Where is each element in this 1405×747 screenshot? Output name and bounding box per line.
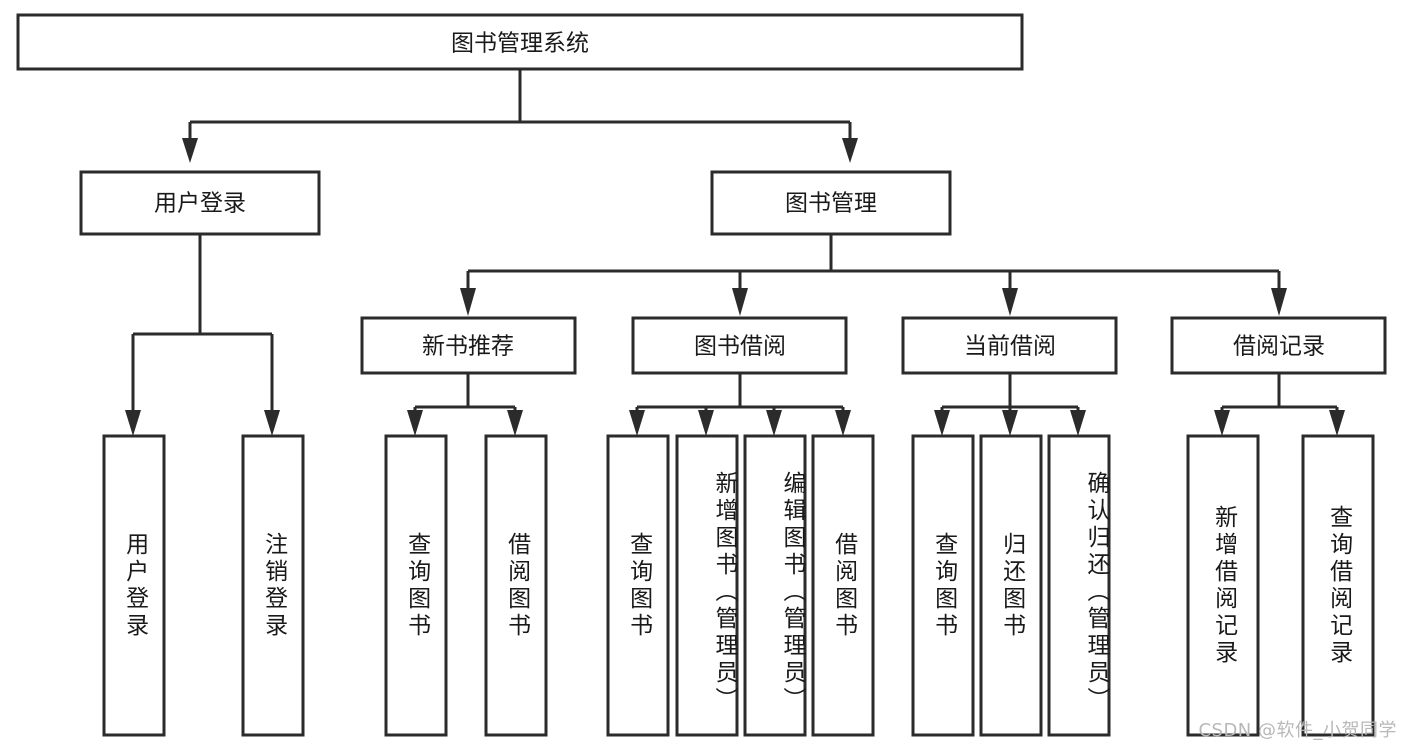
node-current-borrow[interactable]: 当前借阅 — [901, 316, 1118, 375]
leaf-box-add-record[interactable] — [1186, 434, 1260, 737]
node-new-book-recommend-box[interactable] — [360, 316, 577, 375]
node-root-box[interactable] — [16, 13, 1024, 71]
connector-book-manage-to-level2 — [460, 234, 1287, 316]
arrow-icon — [842, 138, 858, 163]
node-user-login-label: 用户登录 — [154, 191, 246, 217]
leaf-box-user-login[interactable] — [102, 434, 166, 737]
leaf-box-edit-book[interactable] — [743, 434, 807, 737]
node-new-book-recommend[interactable]: 新书推荐 — [360, 316, 577, 375]
arrow-icon — [934, 410, 950, 436]
connector-root-to-level1 — [182, 69, 858, 163]
leaf-box-query-book-3[interactable] — [911, 434, 975, 737]
arrow-icon — [182, 138, 198, 163]
node-book-borrow-label: 图书借阅 — [694, 334, 786, 360]
node-root[interactable]: 图书管理系统 — [16, 13, 1024, 71]
node-current-borrow-label: 当前借阅 — [964, 334, 1056, 360]
node-current-borrow-box[interactable] — [901, 316, 1118, 375]
arrow-icon — [732, 288, 748, 316]
connector-new-book-recommend-to-leaves — [407, 373, 523, 436]
arrow-icon — [460, 288, 476, 316]
arrow-icon — [407, 410, 423, 436]
connector-book-borrow-to-leaves — [629, 373, 851, 436]
leaf-box-return-book[interactable] — [979, 434, 1043, 737]
node-book-borrow[interactable]: 图书借阅 — [631, 316, 848, 375]
arrow-icon — [1002, 410, 1018, 436]
connector-user-login-to-leaves — [125, 234, 280, 436]
node-new-book-recommend-label: 新书推荐 — [422, 334, 514, 360]
arrow-icon — [766, 410, 782, 436]
leaf-box-borrow-book-1[interactable] — [484, 434, 548, 737]
node-user-login[interactable]: 用户登录 — [79, 170, 321, 236]
connector-borrow-record-to-leaves — [1214, 373, 1345, 436]
arrow-icon — [1271, 288, 1287, 316]
leaf-box-borrow-book-2[interactable] — [811, 434, 875, 737]
node-book-manage[interactable]: 图书管理 — [710, 170, 952, 236]
leaf-box-add-book[interactable] — [675, 434, 739, 737]
leaf-box-logout[interactable] — [241, 434, 305, 737]
leaf-box-query-book-1[interactable] — [384, 434, 448, 737]
node-book-manage-label: 图书管理 — [785, 191, 877, 217]
leaf-box-confirm-return[interactable] — [1047, 434, 1111, 737]
leaf-box-query-book-2[interactable] — [606, 434, 670, 737]
arrow-icon — [507, 410, 523, 436]
watermark: CSDN @软件_小贺同学 — [1198, 720, 1397, 741]
arrow-icon — [125, 410, 141, 436]
arrow-icon — [1070, 410, 1086, 436]
arrow-icon — [835, 410, 851, 436]
node-borrow-record-label: 借阅记录 — [1233, 334, 1325, 360]
node-root-label: 图书管理系统 — [451, 31, 589, 57]
node-borrow-record[interactable]: 借阅记录 — [1170, 316, 1387, 375]
arrow-icon — [629, 410, 645, 436]
arrow-icon — [1329, 410, 1345, 436]
arrow-icon — [1214, 410, 1230, 436]
arrow-icon — [1002, 288, 1018, 316]
connector-current-borrow-to-leaves — [934, 373, 1086, 436]
arrow-icon — [264, 410, 280, 436]
node-user-login-box[interactable] — [79, 170, 321, 236]
arrow-icon — [698, 410, 714, 436]
leaf-box-query-record[interactable] — [1301, 434, 1375, 737]
